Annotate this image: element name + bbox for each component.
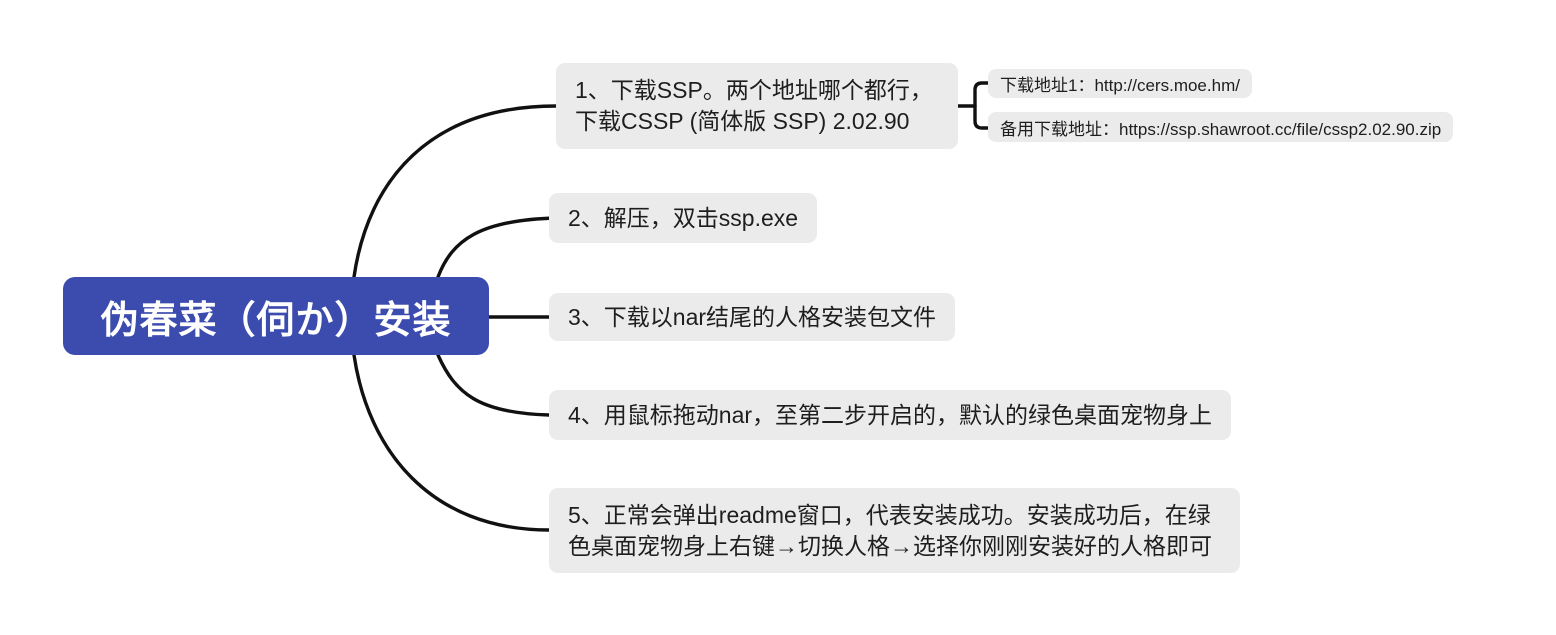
- connector-branch-1-bracket: [973, 81, 990, 130]
- connector-root-to-branch-4: [436, 353, 551, 417]
- root-node[interactable]: 伪春菜（伺か）安装: [63, 277, 489, 355]
- branch-node-step-2-unzip-run[interactable]: 2、解压，双击ssp.exe: [549, 193, 818, 243]
- branch-node-step-3-download-nar[interactable]: 3、下载以nar结尾的人格安装包文件: [549, 293, 956, 341]
- child-node-download-url-1[interactable]: 下载地址1：http://cers.moe.hm/: [988, 69, 1252, 98]
- connector-root-to-branch-1: [352, 104, 558, 279]
- branch-node-step-1-download-ssp[interactable]: 1、下载SSP。两个地址哪个都行，下载CSSP (简体版 SSP) 2.02.9…: [556, 63, 958, 149]
- branch-node-step-5-readme-switch[interactable]: 5、正常会弹出readme窗口，代表安装成功。安装成功后，在绿色桌面宠物身上右键…: [549, 488, 1240, 573]
- connector-root-to-branch-2: [436, 216, 558, 279]
- connector-root-to-branch-5: [352, 353, 551, 532]
- branch-node-step-4-drag-nar[interactable]: 4、用鼠标拖动nar，至第二步开启的，默认的绿色桌面宠物身上: [549, 390, 1232, 440]
- child-node-backup-download-url[interactable]: 备用下载地址：https://ssp.shawroot.cc/file/cssp…: [988, 112, 1454, 142]
